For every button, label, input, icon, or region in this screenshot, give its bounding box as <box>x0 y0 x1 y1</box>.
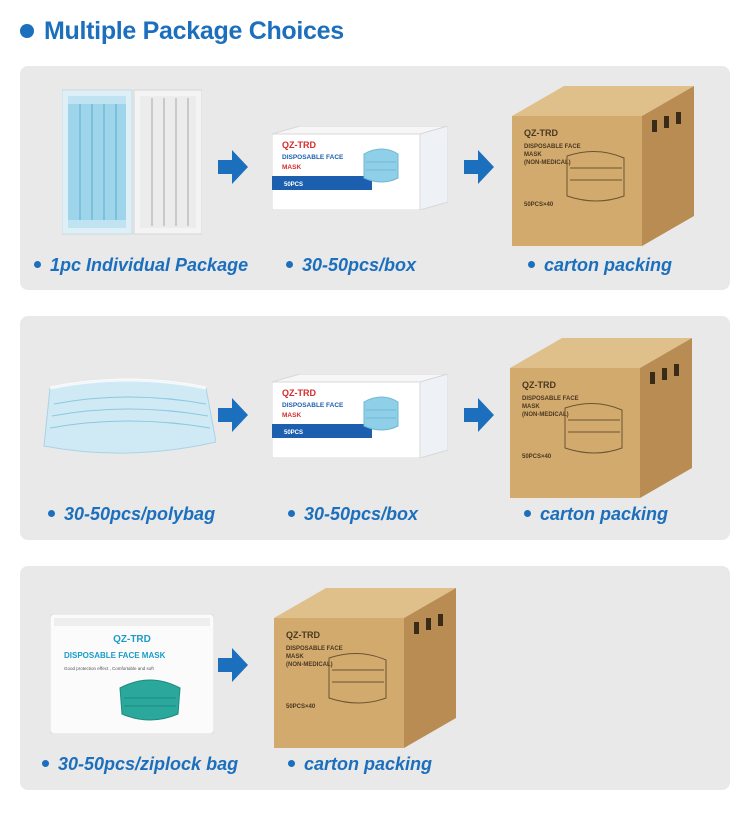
carton-image: QZ-TRD DISPOSABLE FACE MASK (NON-MEDICAL… <box>512 86 694 246</box>
carton-image: QZ-TRD DISPOSABLE FACE MASK (NON-MEDICAL… <box>510 338 692 498</box>
svg-text:DISPOSABLE FACE: DISPOSABLE FACE <box>282 402 344 409</box>
bullet-dot-icon <box>42 759 49 767</box>
svg-text:QZ-TRD: QZ-TRD <box>282 388 316 398</box>
svg-text:DISPOSABLE FACE MASK: DISPOSABLE FACE MASK <box>64 651 166 660</box>
svg-text:Good protection effect , Comfo: Good protection effect , Comfortable and… <box>64 666 154 671</box>
individual-package-image <box>62 86 202 238</box>
svg-text:QZ-TRD: QZ-TRD <box>113 634 151 645</box>
svg-text:(NON-MEDICAL): (NON-MEDICAL) <box>286 662 333 668</box>
bullet-dot-icon <box>34 260 41 268</box>
package-row-3: QZ-TRD DISPOSABLE FACE MASK Good protect… <box>20 566 730 790</box>
ziplock-bag-image: QZ-TRD DISPOSABLE FACE MASK Good protect… <box>50 614 214 734</box>
carton-image: QZ-TRD DISPOSABLE FACE MASK (NON-MEDICAL… <box>274 588 456 748</box>
package-label: 30-50pcs/ziplock bag <box>42 754 238 775</box>
package-label: carton packing <box>524 504 668 525</box>
svg-text:QZ-TRD: QZ-TRD <box>522 380 556 390</box>
bullet-dot-icon <box>286 260 293 268</box>
svg-text:MASK: MASK <box>282 412 301 419</box>
svg-text:50PCS: 50PCS <box>284 182 303 188</box>
bullet-dot-icon <box>288 759 295 767</box>
bullet-dot-icon <box>528 260 535 268</box>
arrow-right-icon <box>464 398 494 432</box>
svg-text:(NON-MEDICAL): (NON-MEDICAL) <box>522 412 569 418</box>
svg-text:DISPOSABLE FACE: DISPOSABLE FACE <box>286 646 343 652</box>
svg-text:QZ-TRD: QZ-TRD <box>524 128 558 138</box>
svg-text:50PCS×40: 50PCS×40 <box>524 202 554 208</box>
package-label: carton packing <box>528 255 672 276</box>
svg-text:QZ-TRD: QZ-TRD <box>286 630 320 640</box>
svg-text:DISPOSABLE FACE: DISPOSABLE FACE <box>282 154 344 161</box>
arrow-right-icon <box>218 648 248 682</box>
package-row-2: QZ-TRD DISPOSABLE FACE MASK 50PCS QZ-TRD… <box>20 316 730 540</box>
mask-box-image: QZ-TRD DISPOSABLE FACE MASK 50PCS <box>272 126 448 210</box>
package-row-1: QZ-TRD DISPOSABLE FACE MASK 50PCS QZ-TRD… <box>20 66 730 290</box>
arrow-right-icon <box>464 150 494 184</box>
package-label: 1pc Individual Package <box>34 255 248 276</box>
svg-text:MASK: MASK <box>522 404 540 410</box>
package-label: 30-50pcs/box <box>288 504 418 525</box>
svg-text:MASK: MASK <box>282 164 301 171</box>
svg-text:50PCS×40: 50PCS×40 <box>522 454 552 460</box>
page-title: Multiple Package Choices <box>44 16 344 45</box>
svg-text:50PCS: 50PCS <box>284 430 303 436</box>
mask-box-image: QZ-TRD DISPOSABLE FACE MASK 50PCS <box>272 374 448 458</box>
bullet-dot-icon <box>288 509 295 517</box>
package-label: 30-50pcs/box <box>286 255 416 276</box>
bullet-dot-icon <box>20 24 34 38</box>
arrow-right-icon <box>218 150 248 184</box>
package-label: carton packing <box>288 754 432 775</box>
page-header: Multiple Package Choices <box>20 14 344 48</box>
svg-text:DISPOSABLE FACE: DISPOSABLE FACE <box>522 396 579 402</box>
bullet-dot-icon <box>48 509 55 517</box>
bullet-dot-icon <box>524 509 531 517</box>
polybag-stack-image <box>40 378 216 458</box>
svg-text:(NON-MEDICAL): (NON-MEDICAL) <box>524 160 571 166</box>
svg-text:50PCS×40: 50PCS×40 <box>286 704 316 710</box>
arrow-right-icon <box>218 398 248 432</box>
package-label: 30-50pcs/polybag <box>48 504 215 525</box>
svg-text:DISPOSABLE FACE: DISPOSABLE FACE <box>524 144 581 150</box>
box-brand: QZ-TRD <box>282 140 316 150</box>
svg-text:MASK: MASK <box>286 654 304 660</box>
svg-text:MASK: MASK <box>524 152 542 158</box>
